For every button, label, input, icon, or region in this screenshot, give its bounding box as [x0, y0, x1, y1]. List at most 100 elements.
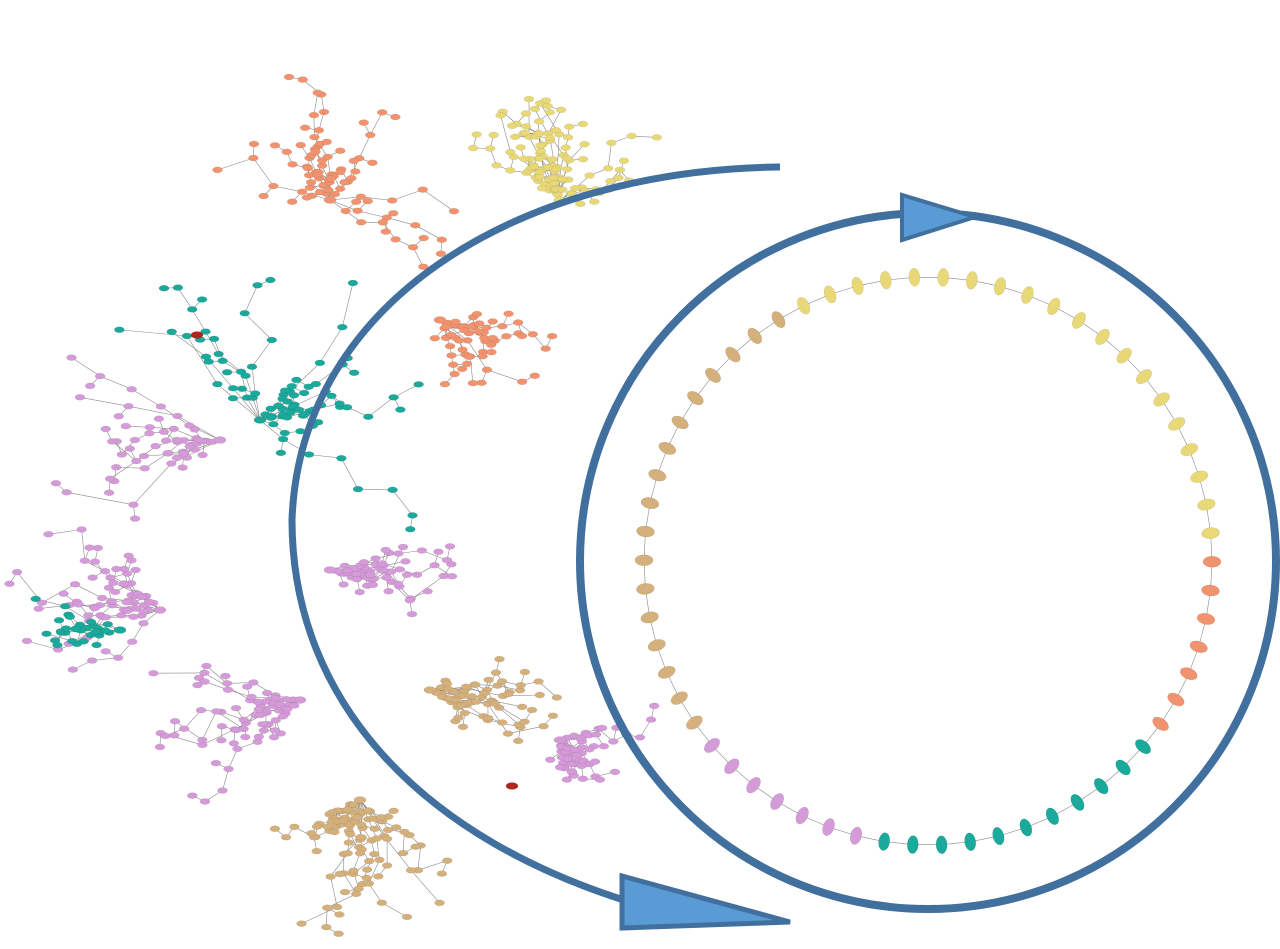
network-node [348, 157, 360, 165]
network-node [479, 689, 490, 697]
network-node [334, 911, 345, 918]
network-node [289, 823, 300, 831]
network-node [138, 619, 149, 627]
network-node [397, 543, 409, 551]
network-edge [357, 488, 393, 491]
network-node [534, 173, 545, 181]
network-node [122, 607, 133, 614]
network-edge [301, 906, 338, 924]
network-node [291, 376, 302, 384]
network-node [386, 197, 398, 204]
ring-node [647, 639, 666, 652]
network-node [103, 584, 115, 591]
network-edge [48, 529, 82, 535]
network-node [535, 147, 547, 155]
network-node [153, 415, 165, 422]
network-node [516, 378, 528, 386]
network-node [406, 610, 418, 618]
network-node [308, 111, 320, 119]
network-node [154, 743, 166, 751]
network-node [177, 464, 188, 471]
network-node [577, 775, 589, 783]
ring-node [1095, 328, 1110, 346]
network-node [626, 132, 637, 140]
network-node [381, 862, 393, 869]
network-node [265, 405, 276, 413]
network-node [236, 385, 248, 392]
ring-nodes [634, 268, 1222, 854]
network-node [594, 776, 606, 783]
network-node [281, 148, 293, 156]
network-node [113, 413, 124, 420]
network-node [112, 654, 124, 661]
network-node [348, 369, 360, 377]
network-edge [318, 111, 325, 131]
network-node [363, 880, 375, 887]
network-node [58, 590, 69, 597]
network-node [509, 133, 521, 141]
network-node [96, 594, 108, 602]
network-node [166, 460, 177, 467]
network-node [471, 131, 482, 138]
ring-node [687, 390, 704, 406]
network-node [516, 332, 528, 340]
network-node [494, 655, 505, 663]
network-node [83, 612, 94, 619]
network-node [253, 706, 265, 713]
ring-node [908, 268, 921, 287]
network-edge [253, 157, 274, 187]
network-node [99, 627, 111, 634]
network-edge [327, 893, 357, 909]
network-node [160, 437, 172, 444]
network-node [169, 731, 180, 739]
network-node [417, 186, 429, 193]
network-node [257, 720, 268, 728]
network-node [391, 824, 402, 831]
ring-node [849, 826, 863, 845]
network-node [340, 207, 351, 215]
network-node [557, 175, 568, 183]
network-node [457, 346, 468, 353]
ring-node [1071, 311, 1086, 329]
network-node [155, 403, 167, 410]
ring-node [1153, 392, 1170, 407]
network-node [388, 807, 399, 815]
network-node [293, 406, 305, 414]
network-node [651, 134, 663, 141]
network-node [41, 630, 52, 638]
network-node [450, 318, 461, 326]
network-node [569, 185, 581, 192]
network-node [123, 552, 134, 559]
network-node [361, 874, 372, 882]
network-node [269, 825, 281, 833]
network-node [648, 702, 660, 710]
network-edge [244, 285, 258, 314]
network-node [515, 144, 526, 151]
network-edge [217, 383, 261, 421]
network-node [158, 428, 170, 436]
network-node [520, 123, 532, 130]
network-edge [330, 853, 348, 877]
network-node [212, 166, 223, 174]
network-node [248, 154, 259, 162]
network-edge [313, 92, 318, 116]
network-node [217, 787, 228, 794]
network-edge [171, 331, 207, 357]
network-edge [639, 719, 652, 738]
network-node [598, 742, 610, 750]
network-edge [252, 397, 261, 421]
network-node [266, 336, 278, 344]
network-node [376, 109, 388, 116]
network-node [232, 745, 243, 753]
network-node [505, 148, 516, 156]
network-node [376, 813, 387, 821]
network-node [335, 168, 346, 176]
network-node [197, 736, 208, 744]
network-node [160, 732, 171, 740]
network-node [100, 425, 111, 433]
network-edge [422, 189, 455, 212]
network-node [576, 762, 587, 770]
network-node [609, 768, 621, 776]
network-node [85, 618, 97, 626]
network-node [217, 357, 228, 365]
